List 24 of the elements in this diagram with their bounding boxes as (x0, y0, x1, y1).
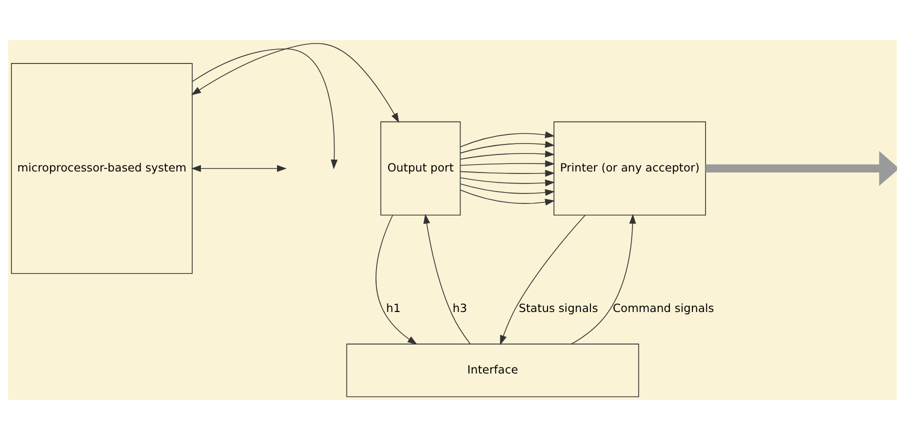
arrow (706, 151, 897, 186)
arrow (460, 183, 555, 196)
arrow (460, 177, 555, 186)
node-box: Interface (346, 344, 640, 398)
arrow (191, 43, 400, 123)
edge-label: Status signals (518, 300, 598, 315)
edge-label: h1 (386, 300, 401, 315)
arrow (423, 214, 471, 344)
arrow (500, 214, 586, 346)
arrow (376, 214, 418, 345)
edge-label: h3 (452, 300, 468, 315)
arrow (192, 48, 338, 170)
arrow (460, 131, 555, 148)
arrow (571, 214, 636, 344)
arrow (191, 165, 287, 172)
node-box: Output port (380, 121, 461, 216)
node-box: microprocessor-based system (11, 63, 193, 274)
arrow (460, 170, 555, 177)
arrow (460, 141, 555, 154)
edge-label: Command signals (612, 300, 714, 315)
arrow (460, 190, 555, 206)
arrow (460, 150, 555, 160)
node-box: Printer (or any acceptor) (554, 121, 706, 216)
arrow (460, 160, 555, 168)
